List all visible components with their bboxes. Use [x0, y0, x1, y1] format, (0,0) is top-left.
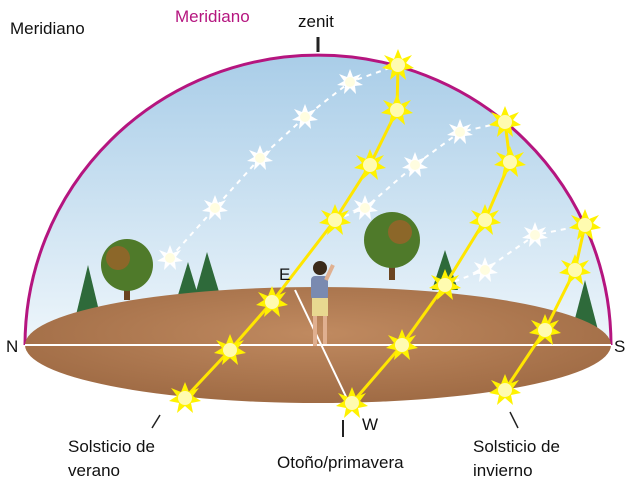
equinox-label: Otoño/primavera [277, 453, 404, 472]
east-west-line [294, 289, 351, 406]
winter-solstice-label: Solsticio de invierno [473, 437, 560, 480]
north-label: N [6, 337, 19, 356]
zenith-label: zenit [298, 12, 334, 31]
east-label: E [279, 265, 291, 284]
meridian-title-label: Meridiano [10, 19, 85, 38]
label-leaders [151, 411, 519, 429]
west-label: W [362, 415, 379, 434]
observer-person [311, 261, 335, 346]
summer-solstice-label: Solsticio de verano [68, 437, 155, 480]
trees [76, 212, 598, 330]
south-label: S [614, 337, 626, 356]
winter-solstice-path [444, 224, 587, 391]
meridian-arc [23, 53, 613, 346]
meridian-arc-label: Meridiano [175, 7, 250, 26]
